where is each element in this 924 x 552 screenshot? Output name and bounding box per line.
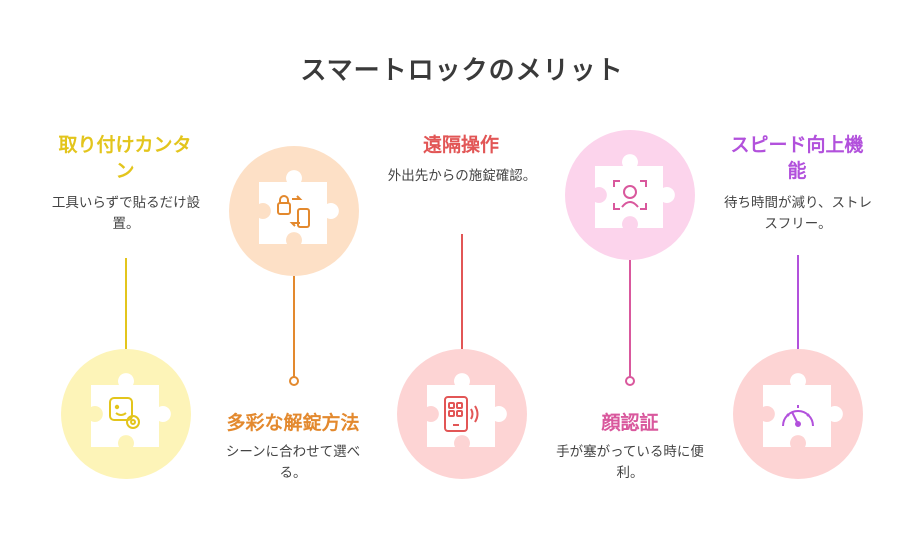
merit-description: 外出先からの施錠確認。 <box>387 168 537 184</box>
puzzle-piece-icon <box>91 373 171 447</box>
lock-phone-swap-icon <box>277 195 310 228</box>
connector-line <box>293 276 295 378</box>
merit-description: 手が塞がっている時に便利。 <box>556 444 704 481</box>
merit-description: 待ち時間が減り、ストレスフリー。 <box>724 195 872 232</box>
smartphone-signal-icon <box>444 396 479 432</box>
diagram-title: スマートロックのメリット <box>300 56 624 86</box>
merit-description: 工具いらずで貼るだけ設置。 <box>51 195 201 232</box>
merit-heading: 取り付けカンタン <box>58 134 192 182</box>
connector-dot <box>625 376 635 386</box>
puzzle-circle <box>61 349 191 479</box>
face-gear-icon <box>109 397 140 429</box>
puzzle-circle <box>229 146 359 276</box>
connector-line <box>629 260 631 378</box>
puzzle-circle <box>397 349 527 479</box>
connector-dot <box>289 376 299 386</box>
puzzle-circle <box>565 130 695 260</box>
puzzle-piece-icon <box>763 373 843 447</box>
merit-heading: スピード向上機能 <box>730 134 864 182</box>
connector-line <box>797 255 799 350</box>
merit-heading: 多彩な解錠方法 <box>226 412 360 434</box>
merit-description: シーンに合わせて選べる。 <box>225 444 361 481</box>
face-scan-icon <box>613 180 647 210</box>
speedometer-icon <box>782 405 814 427</box>
merit-heading: 遠隔操作 <box>422 134 499 156</box>
connector-line <box>125 258 127 350</box>
puzzle-circle <box>733 349 863 479</box>
merit-heading: 顔認証 <box>601 412 659 434</box>
connector-line <box>461 234 463 350</box>
puzzle-piece-icon <box>259 170 339 244</box>
